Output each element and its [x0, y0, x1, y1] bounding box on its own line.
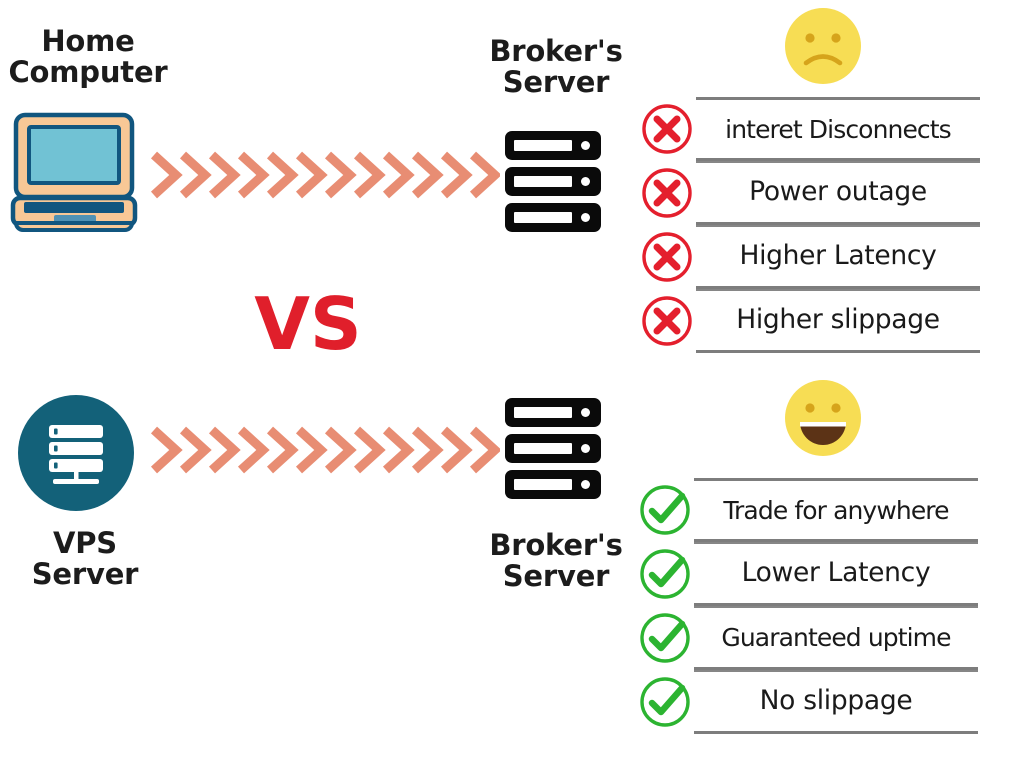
vps-server-circle-icon	[18, 395, 134, 511]
cross-circle-icon	[640, 166, 694, 220]
check-circle-icon	[638, 675, 692, 729]
server-slot	[514, 443, 572, 454]
list-item-label: Power outage	[749, 176, 927, 208]
sad-face-icon	[783, 6, 863, 86]
check-circle-icon	[638, 547, 692, 601]
list-item-label: Lower Latency	[741, 557, 931, 589]
list-item: Trade for anywhere	[638, 478, 978, 542]
server-rack-icon-top	[505, 131, 601, 232]
list-item: Lower Latency	[638, 542, 978, 606]
happy-face-icon	[783, 378, 863, 458]
broker-server-label-top: Broker's Server	[489, 34, 623, 100]
cross-circle-icon	[640, 230, 694, 284]
vps-server-label: VPS Server	[31, 526, 139, 592]
check-circle-icon	[638, 611, 692, 665]
server-rack-unit	[505, 470, 601, 499]
server-rack-unit	[505, 167, 601, 196]
server-rack-icon-bottom	[505, 398, 601, 499]
server-led	[581, 213, 590, 222]
server-rack-unit	[505, 434, 601, 463]
list-item: Higher slippage	[640, 289, 980, 353]
list-item-text-cell: No slippage	[694, 670, 978, 734]
list-item-label: interet Disconnects	[725, 114, 952, 144]
laptop-icon	[10, 112, 150, 232]
list-item-label: Trade for anywhere	[723, 495, 949, 525]
list-item-text-cell: Trade for anywhere	[694, 478, 978, 542]
server-led	[581, 444, 590, 453]
list-item: No slippage	[638, 670, 978, 734]
server-slot	[514, 212, 572, 223]
list-item-label: Guaranteed uptime	[721, 623, 951, 652]
list-item-text-cell: Lower Latency	[694, 542, 978, 606]
server-slot	[514, 176, 572, 187]
list-item: Higher Latency	[640, 225, 980, 289]
list-item-text-cell: interet Disconnects	[696, 97, 980, 161]
check-circle-icon	[638, 483, 692, 537]
server-rack-unit	[505, 203, 601, 232]
list-item: Power outage	[640, 161, 980, 225]
cross-circle-icon	[640, 294, 694, 348]
list-item-text-cell: Power outage	[696, 161, 980, 225]
chevron-arrows-right-bottom	[150, 418, 502, 482]
server-led	[581, 141, 590, 150]
chevron-arrows-right-top	[150, 143, 502, 207]
server-led	[581, 408, 590, 417]
list-item: Guaranteed uptime	[638, 606, 978, 670]
list-item-text-cell: Guaranteed uptime	[694, 606, 978, 670]
server-slot	[514, 140, 572, 151]
broker-server-label-bottom: Broker's Server	[489, 528, 623, 594]
server-slot	[514, 479, 572, 490]
server-slot	[514, 407, 572, 418]
server-rack-unit	[505, 131, 601, 160]
pros-list: Trade for anywhere Lower Latency	[638, 478, 978, 734]
vs-label: VS	[254, 282, 362, 366]
server-led	[581, 480, 590, 489]
cons-list: interet Disconnects Power outage	[640, 97, 980, 353]
list-item-text-cell: Higher slippage	[696, 289, 980, 353]
server-rack-unit	[505, 398, 601, 427]
home-computer-label: Home Computer	[8, 24, 168, 90]
list-item-label: Higher Latency	[739, 240, 937, 272]
list-item: interet Disconnects	[640, 97, 980, 161]
server-led	[581, 177, 590, 186]
list-item-text-cell: Higher Latency	[696, 225, 980, 289]
list-item-label: Higher slippage	[736, 304, 940, 336]
list-item-label: No slippage	[759, 685, 913, 717]
cross-circle-icon	[640, 102, 694, 156]
